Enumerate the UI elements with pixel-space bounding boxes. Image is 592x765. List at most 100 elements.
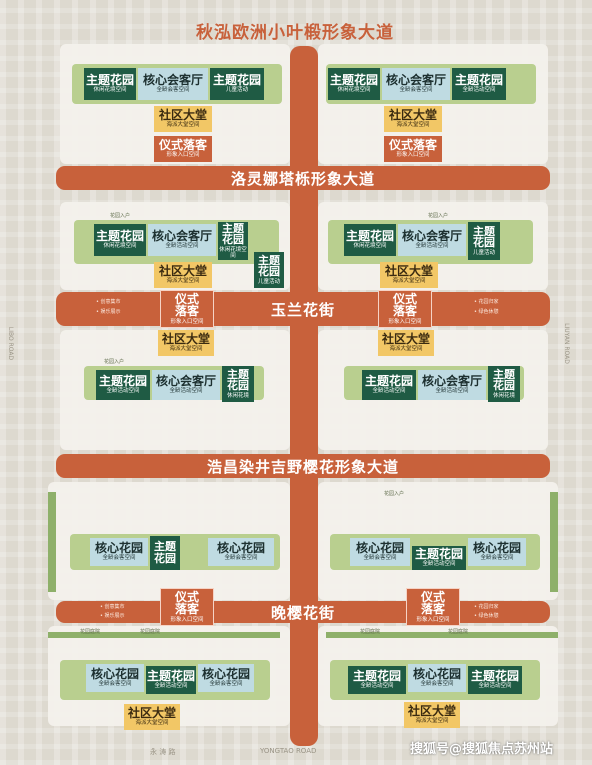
theme-garden-ne-1: 主题花园 休闲花境空间	[328, 68, 380, 100]
core-garden-e4-2: 核心花园 全龄会客空间	[468, 538, 526, 566]
note-show-2: • 娱乐展示	[100, 613, 125, 619]
label: 社区大堂	[388, 107, 437, 122]
community-hall-ne: 社区大堂 海派大堂空间	[384, 106, 442, 132]
sub: 休闲花境空间	[93, 87, 127, 94]
note-garden-gallery-4: 花园庭院	[448, 629, 469, 635]
label: 主题花园	[470, 668, 519, 683]
note-return-1: • 花园归家	[474, 299, 499, 305]
label: 社区大堂	[127, 705, 176, 720]
theme-garden-e3-2: 主题花园 休闲花境	[488, 366, 520, 402]
note-return-2: • 花园归家	[474, 604, 499, 610]
sub: 形象入口空间	[170, 318, 204, 325]
green-border-e5	[326, 632, 558, 638]
sub: 形象入口空间	[388, 318, 422, 325]
sub: 全龄活动空间	[154, 683, 188, 690]
label: 主题花园	[345, 228, 394, 243]
label: 仪式落客	[388, 137, 437, 152]
green-border-w5	[48, 632, 280, 638]
sub: 海派大堂空间	[396, 122, 430, 129]
community-hall-e5: 社区大堂 海派大堂空间	[404, 702, 460, 728]
boulevard-2: 浩昌染井吉野樱花形象大道	[56, 454, 550, 478]
label: 主题花园	[222, 221, 244, 247]
sub: 全龄会客空间	[156, 87, 190, 94]
ceremony-entrance-s2-e: 仪式 落客 形象入口空间	[406, 588, 460, 626]
sub: 形象入口空间	[170, 616, 204, 623]
sub: 全龄活动空间	[106, 388, 140, 395]
sub: 海派大堂空间	[166, 278, 200, 285]
community-hall-w2: 社区大堂 海派大堂空间	[154, 262, 212, 288]
label: 社区大堂	[384, 263, 433, 278]
green-border-e4	[550, 492, 558, 592]
sub: 全龄活动空间	[435, 388, 469, 395]
core-garden-e4-1: 核心花园 全龄会客空间	[350, 538, 410, 566]
label: 主题花园	[352, 668, 401, 683]
note-rest-1: • 绿色休憩	[474, 309, 499, 315]
note-garden-entry-4: 花园入户	[384, 491, 405, 497]
theme-garden-ne-2: 主题花园 全龄活动空间	[452, 68, 506, 100]
theme-garden-w2-1: 主题花园 休闲花境空间	[94, 224, 146, 256]
label: 主题花园	[493, 367, 515, 393]
label: 主题花园	[98, 373, 147, 388]
label: 核心花园	[90, 666, 139, 681]
sub: 休闲花境空间	[337, 87, 371, 94]
sub: 海派大堂空间	[166, 122, 200, 129]
community-hall-w3: 社区大堂 海派大堂空间	[158, 330, 214, 356]
label: 核心会客厅	[421, 373, 482, 388]
label: 主题花园	[414, 546, 463, 561]
boulevard-1: 洛灵娜塔栎形象大道	[56, 166, 550, 190]
sub: 全龄会客空间	[224, 555, 258, 562]
label: 核心会客厅	[155, 373, 216, 388]
bottom-road-label-en: YONGTAO ROAD	[260, 747, 317, 755]
sub: 儿童活动	[225, 87, 248, 94]
core-garden-w5-1: 核心花园 全龄会客空间	[86, 664, 144, 692]
sub: 全龄会客空间	[399, 87, 433, 94]
theme-garden-w3-2: 主题花园 休闲花境	[222, 366, 254, 402]
label: 核心会客厅	[385, 72, 446, 87]
sub: 全龄活动空间	[169, 388, 203, 395]
theme-garden-e2-2: 主题花园 儿童活动	[468, 222, 500, 260]
core-garden-w5-2: 核心花园 全龄会客空间	[198, 664, 254, 692]
note-garden-entry-3: 花园入户	[104, 359, 125, 365]
sub: 全龄会客空间	[363, 555, 397, 562]
label: 核心会客厅	[401, 228, 462, 243]
core-garden-w4-2: 核心花园 全龄会客空间	[208, 538, 274, 566]
bottom-road-label: 永 涛 路	[150, 748, 176, 756]
sub: 全龄会客空间	[209, 681, 243, 688]
label: 社区大堂	[407, 703, 456, 718]
note-rest-2: • 绿色休憩	[474, 613, 499, 619]
ceremony-entrance-nw: 仪式落客 形象入口空间	[154, 136, 212, 162]
label: 核心花园	[472, 540, 521, 555]
sub: 海派大堂空间	[169, 346, 203, 353]
core-lounge-e2: 核心会客厅 全龄活动空间	[398, 224, 466, 256]
central-road	[290, 46, 318, 746]
label: 主题花园	[85, 72, 134, 87]
label: 社区大堂	[158, 263, 207, 278]
street-1: 玉兰花街	[56, 292, 550, 326]
label: 主题花园	[329, 72, 378, 87]
sub: 全龄活动空间	[360, 683, 394, 690]
label: 主题花园	[146, 668, 195, 683]
note-garden-entry-2: 花园入户	[428, 213, 449, 219]
community-hall-e3: 社区大堂 海派大堂空间	[378, 330, 434, 356]
theme-garden-w5: 主题花园 全龄活动空间	[146, 666, 196, 694]
theme-garden-nw-2: 主题花园 儿童活动	[210, 68, 264, 100]
green-border-w4	[48, 492, 56, 592]
sub: 休闲花境空间	[353, 243, 387, 250]
watermark: 搜狐号@搜狐焦点苏州站	[410, 742, 554, 757]
note-garden-gallery-1: 花园庭院	[80, 629, 101, 635]
label: 核心花园	[412, 666, 461, 681]
theme-garden-w4: 主题花园	[150, 536, 180, 570]
theme-garden-e3-1: 主题花园 全龄活动空间	[362, 370, 416, 400]
label: 社区大堂	[158, 107, 207, 122]
sub: 全龄活动空间	[372, 388, 406, 395]
core-lounge-e3: 核心会客厅 全龄活动空间	[418, 370, 486, 400]
label: 仪式落客	[158, 137, 207, 152]
core-garden-w4-1: 核心花园 全龄会客空间	[90, 538, 148, 566]
label: 核心花园	[355, 540, 404, 555]
core-lounge-w3: 核心会客厅 全龄活动空间	[152, 370, 220, 400]
theme-garden-w2-3: 主题花园 儿童活动	[254, 252, 284, 288]
sub: 休闲花境空间	[103, 243, 137, 250]
left-road-label: LIBO ROAD	[7, 326, 15, 361]
sub: 全龄会客空间	[98, 681, 132, 688]
sub: 休闲花境	[226, 392, 249, 399]
